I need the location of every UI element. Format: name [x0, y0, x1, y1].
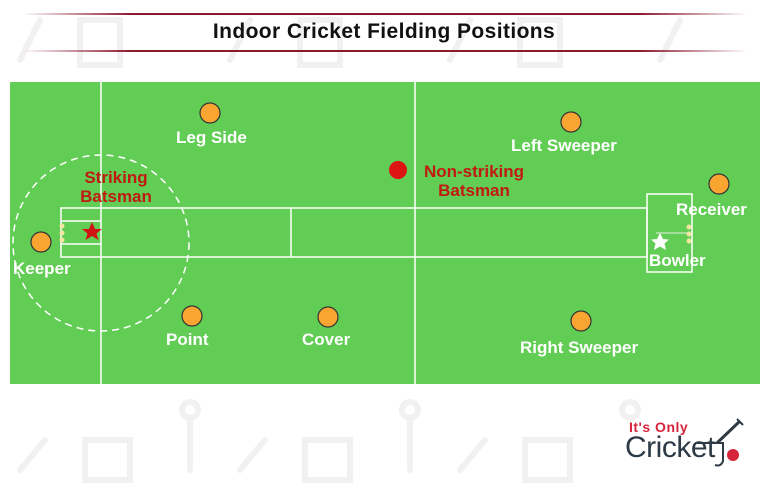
cricket-bat-ball-icon — [697, 418, 744, 467]
title-top-rule — [22, 13, 748, 15]
label-cover: Cover — [302, 330, 351, 349]
label-bowler: Bowler — [649, 251, 706, 270]
white-star-icon — [651, 233, 669, 250]
its-only-cricket-logo: It's Only Cricket — [625, 415, 755, 475]
fielder-leg-side-icon — [199, 102, 221, 124]
page-title: Indoor Cricket Fielding Positions — [212, 20, 556, 43]
bowler-crease-box — [646, 193, 693, 273]
keeper-zone-circle — [12, 154, 190, 332]
playing-field — [10, 82, 760, 384]
label-striking-batsman: Striking Batsman — [80, 168, 152, 206]
fielder-cover-icon — [317, 306, 339, 328]
label-left-sweeper: Left Sweeper — [511, 136, 617, 155]
label-keeper: Keeper — [13, 259, 71, 278]
fielder-receiver-icon — [708, 173, 730, 195]
label-point: Point — [166, 330, 209, 349]
fielder-point-icon — [181, 305, 203, 327]
logo-line2: Cricket — [625, 431, 715, 464]
logo-line1: It's Only — [629, 419, 689, 435]
fielder-left-sweeper-icon — [560, 111, 582, 133]
label-leg-side: Leg Side — [176, 128, 247, 147]
stumps-bowler-end — [686, 224, 692, 244]
label-right-sweeper: Right Sweeper — [520, 338, 639, 357]
label-non-striking-batsman: Non-striking Batsman — [423, 162, 525, 200]
stumps-striker-end — [59, 223, 65, 243]
red-star-icon — [82, 222, 102, 240]
pitch-rectangle — [60, 207, 648, 258]
fielder-right-sweeper-icon — [570, 310, 592, 332]
fielder-keeper-icon — [30, 231, 52, 253]
label-receiver: Receiver — [676, 200, 747, 219]
title-bottom-rule — [22, 50, 748, 52]
red-dot-icon — [389, 161, 407, 179]
